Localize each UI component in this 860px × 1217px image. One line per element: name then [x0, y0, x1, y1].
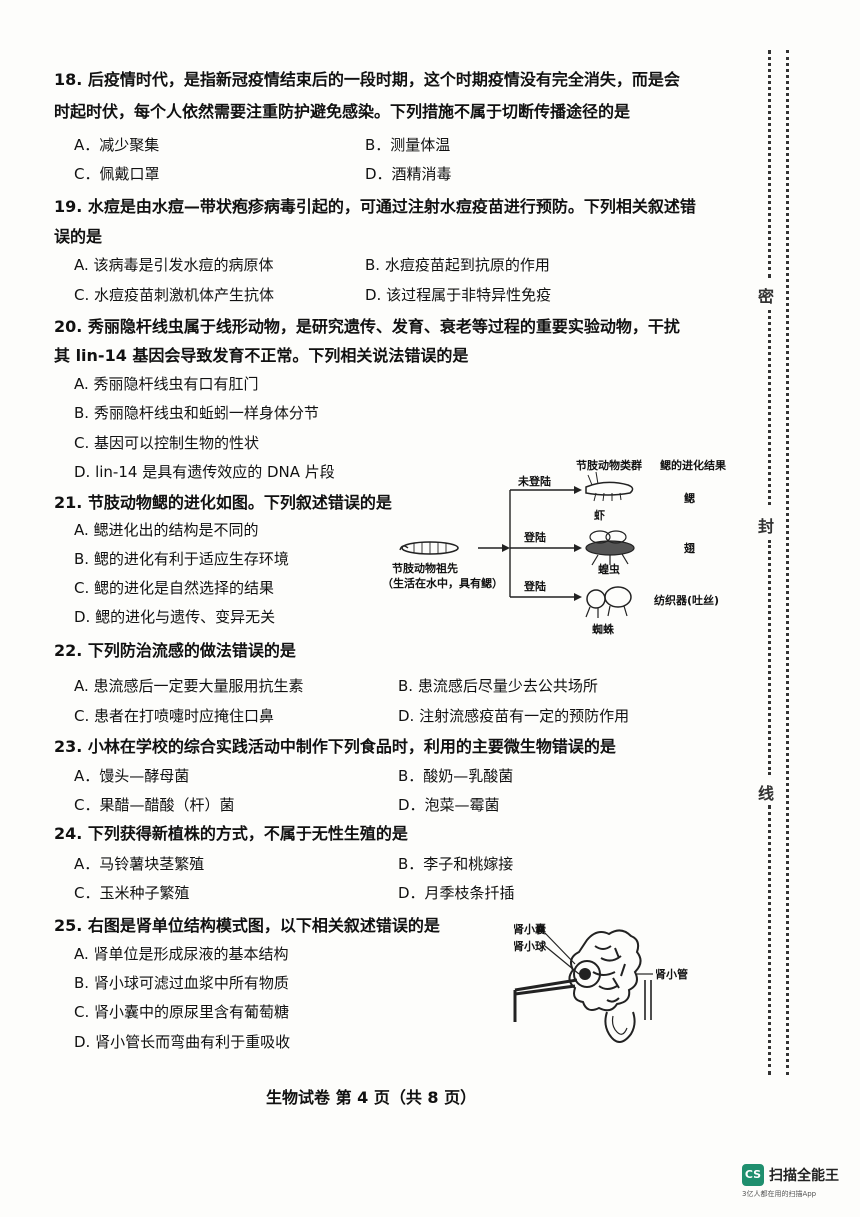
page-footer: 生物试卷 第 4 页（共 8 页） — [266, 1088, 477, 1107]
q18-option-b: B．测量体温 — [365, 136, 451, 154]
branch-label-3: 登陆 — [524, 580, 546, 593]
binding-dotted-line-inner-1 — [768, 50, 771, 278]
grasshopper-figure — [585, 530, 635, 566]
binding-dotted-line-inner-3 — [768, 540, 771, 775]
q18-stem-line2: 时起时伏，每个人依然需要注重防护避免感染。下列措施不属于切断传播途径的是 — [54, 102, 631, 121]
q19-stem-line1: 19. 水痘是由水痘—带状疱疹病毒引起的，可通过注射水痘疫苗进行预防。下列相关叙… — [54, 197, 696, 216]
ancestor-note: （生活在水中，具有鳃） — [382, 577, 503, 590]
q23-option-c: C．果醋—醋酸（杆）菌 — [74, 796, 235, 814]
binding-dotted-line-outer — [786, 50, 789, 1075]
ancestor-label: 节肢动物祖先 — [392, 562, 458, 575]
animal-label-shrimp: 虾 — [594, 509, 605, 522]
q21-option-b: B. 鳃的进化有利于适应生存环境 — [74, 550, 289, 568]
q20-stem-line1: 20. 秀丽隐杆线虫属于线形动物，是研究遗传、发育、衰老等过程的重要实验动物，干… — [54, 317, 680, 336]
q18-stem-line1: 18. 后疫情时代，是指新冠疫情结束后的一段时期，这个时期疫情没有完全消失，而是… — [54, 70, 680, 89]
q24-option-a: A．马铃薯块茎繁殖 — [74, 855, 205, 873]
q20-option-c: C. 基因可以控制生物的性状 — [74, 434, 260, 452]
capillary-network — [568, 929, 642, 1012]
q18-option-d: D．酒精消毒 — [365, 165, 452, 183]
q19-option-b: B. 水痘疫苗起到抗原的作用 — [365, 256, 550, 274]
q25-stem-line1: 25. 右图是肾单位结构模式图，以下相关叙述错误的是 — [54, 916, 440, 935]
q24-stem-line1: 24. 下列获得新植株的方式，不属于无性生殖的是 — [54, 824, 408, 843]
scanner-logo-badge: CS — [742, 1164, 764, 1186]
ancestor-figure — [399, 541, 459, 555]
q21-option-d: D. 鳃的进化与遗传、变异无关 — [74, 608, 276, 626]
q22-option-b: B. 患流感后尽量少去公共场所 — [398, 677, 598, 695]
q23-stem-line1: 23. 小林在学校的综合实践活动中制作下列食品时，利用的主要微生物错误的是 — [54, 737, 616, 756]
q18-option-c: C．佩戴口罩 — [74, 165, 160, 183]
shrimp-figure — [585, 471, 634, 502]
spider-figure — [585, 586, 632, 618]
margin-char-feng: 封 — [758, 517, 775, 536]
q23-option-b: B．酸奶—乳酸菌 — [398, 767, 514, 785]
nephron-label-glomerulus: 肾小球 — [513, 940, 546, 953]
nephron-diagram: 肾小囊 肾小球 肾小管 — [495, 918, 695, 1053]
binding-dotted-line-inner-2 — [768, 310, 771, 505]
result-label-spinneret: 纺织器(吐丝) — [654, 594, 720, 607]
nephron-label-tubule: 肾小管 — [655, 968, 688, 981]
diagram-header-result: 鳃的进化结果 — [660, 459, 726, 472]
nephron-label-capsule: 肾小囊 — [513, 923, 546, 936]
q22-option-a: A. 患流感后一定要大量服用抗生素 — [74, 677, 304, 695]
q21-option-c: C. 鳃的进化是自然选择的结果 — [74, 579, 275, 597]
q25-option-a: A. 肾单位是形成尿液的基本结构 — [74, 945, 289, 963]
q25-option-d: D. 肾小管长而弯曲有利于重吸收 — [74, 1033, 291, 1051]
q20-stem-line2: 其 lin-14 基因会导致发育不正常。下列相关说法错误的是 — [54, 346, 469, 365]
q23-option-a: A．馒头—酵母菌 — [74, 767, 190, 785]
q25-option-c: C. 肾小囊中的原尿里含有葡萄糖 — [74, 1003, 290, 1021]
q22-option-d: D. 注射流感疫苗有一定的预防作用 — [398, 707, 630, 725]
gill-evolution-diagram: 节肢动物类群 鳃的进化结果 未登陆 登陆 登陆 节肢动物祖先 （生活在水中，具有… — [378, 455, 758, 645]
q25-option-b: B. 肾小球可滤过血浆中所有物质 — [74, 974, 289, 992]
q19-stem-line2: 误的是 — [54, 227, 103, 246]
q19-option-a: A. 该病毒是引发水痘的病原体 — [74, 256, 274, 274]
q20-option-d: D. lin-14 是具有遗传效应的 DNA 片段 — [74, 463, 335, 481]
q24-option-c: C．玉米种子繁殖 — [74, 884, 190, 902]
q21-option-a: A. 鳃进化出的结构是不同的 — [74, 521, 259, 539]
q22-stem-line1: 22. 下列防治流感的做法错误的是 — [54, 641, 296, 660]
scanner-logo-tagline: 3亿人都在用的扫描App — [742, 1190, 817, 1198]
branch-label-2: 登陆 — [524, 531, 546, 544]
animal-label-spider: 蜘蛛 — [592, 623, 614, 636]
binding-dotted-line-inner-4 — [768, 805, 771, 1075]
animal-label-grasshopper: 蝗虫 — [598, 563, 620, 576]
branch-label-1: 未登陆 — [518, 475, 551, 488]
diagram-header-group: 节肢动物类群 — [576, 459, 642, 472]
q20-option-b: B. 秀丽隐杆线虫和蚯蚓一样身体分节 — [74, 404, 319, 422]
q20-option-a: A. 秀丽隐杆线虫有口有肛门 — [74, 375, 259, 393]
q19-option-c: C. 水痘疫苗刺激机体产生抗体 — [74, 286, 275, 304]
q23-option-d: D．泡菜—霉菌 — [398, 796, 500, 814]
q24-option-d: D．月季枝条扦插 — [398, 884, 515, 902]
result-label-gill: 鳃 — [684, 492, 695, 505]
scanner-logo-name: 扫描全能王 — [769, 1168, 839, 1184]
margin-char-mi: 密 — [758, 287, 775, 306]
result-label-wing: 翅 — [684, 542, 695, 555]
q21-stem-line1: 21. 节肢动物鳃的进化如图。下列叙述错误的是 — [54, 493, 392, 512]
q24-option-b: B．李子和桃嫁接 — [398, 855, 514, 873]
q22-option-c: C. 患者在打喷嚏时应掩住口鼻 — [74, 707, 275, 725]
q19-option-d: D. 该过程属于非特异性免疫 — [365, 286, 552, 304]
q18-option-a: A．减少聚集 — [74, 136, 160, 154]
margin-char-xian: 线 — [758, 784, 775, 803]
